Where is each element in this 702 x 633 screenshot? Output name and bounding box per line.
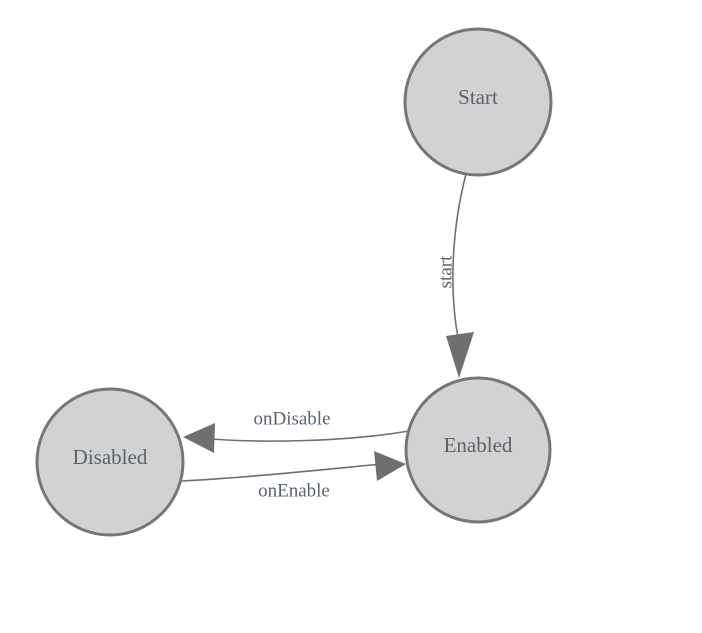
state-node-disabled[interactable]: Disabled bbox=[35, 387, 185, 537]
edge-start-to-enabled-path bbox=[452, 173, 467, 339]
state-node-start-circle bbox=[403, 27, 553, 177]
edge-label-start: start bbox=[435, 255, 456, 288]
edge-label-onenable: onEnable bbox=[258, 480, 330, 501]
state-node-disabled-label: Disabled bbox=[73, 445, 148, 469]
state-node-start-label: Start bbox=[458, 85, 498, 109]
edge-enabled-to-disabled[interactable]: onDisable bbox=[183, 408, 410, 453]
edge-start-to-enabled[interactable]: start bbox=[435, 173, 474, 378]
edge-enabled-to-disabled-path bbox=[200, 430, 410, 442]
state-node-start[interactable]: Start bbox=[403, 27, 553, 177]
edge-label-ondisable: onDisable bbox=[253, 408, 330, 429]
state-node-enabled-label: Enabled bbox=[444, 433, 513, 457]
arrowhead-left-icon bbox=[183, 423, 215, 453]
arrowhead-right-icon bbox=[374, 451, 406, 481]
edge-disabled-to-enabled[interactable]: onEnable bbox=[179, 451, 406, 501]
arrowhead-down-icon bbox=[446, 332, 474, 378]
edge-disabled-to-enabled-path bbox=[179, 463, 383, 482]
state-node-disabled-circle bbox=[35, 387, 185, 537]
state-node-enabled[interactable]: Enabled bbox=[404, 376, 552, 524]
state-node-enabled-circle bbox=[404, 376, 552, 524]
